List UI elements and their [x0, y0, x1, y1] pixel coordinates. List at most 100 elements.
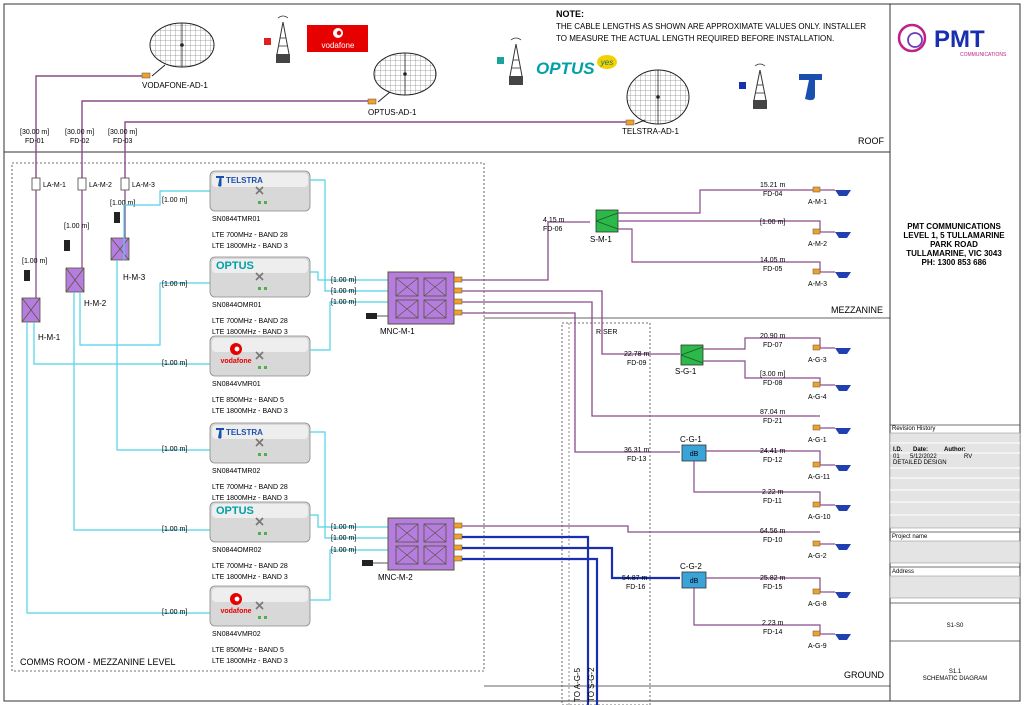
fd04-id: FD-04	[763, 191, 783, 198]
fd04-len: 15.21 m	[760, 182, 785, 189]
fd10-id: FD-10	[763, 537, 783, 544]
repeater-brand: OPTUS	[216, 260, 254, 272]
rev-col-id: I.D.	[893, 447, 903, 453]
indoor-antenna-icon: A-G-2	[808, 540, 851, 560]
revision-history-label: Revision History	[892, 426, 935, 432]
svg-text:TO MEASURE THE ACTUAL LENGTH R: TO MEASURE THE ACTUAL LENGTH REQUIRED BE…	[556, 34, 834, 43]
repeater-band-2: LTE 1800MHz - BAND 3	[212, 495, 288, 502]
fd09-len: 22.78 m	[624, 351, 649, 358]
indoor-antenna-label: A-G-2	[808, 553, 827, 560]
svg-text:vodafone: vodafone	[322, 41, 355, 50]
rev-date: 5/12/2022	[910, 454, 937, 460]
svg-text:PMT: PMT	[934, 26, 985, 53]
telstra-tower-icon	[753, 63, 767, 109]
telstra-logo-icon	[216, 428, 224, 439]
multi-network-combiner-icon	[387, 271, 455, 571]
vodafone-tower-icon	[276, 15, 290, 63]
fd12-len: 24.41 m	[760, 448, 785, 455]
repeater-band-2: LTE 1800MHz - BAND 3	[212, 329, 288, 336]
indoor-antenna-icon: A-G-10	[808, 501, 851, 521]
am2-len: [1.00 m]	[760, 219, 785, 226]
repeater-band-1: LTE 700MHz - BAND 28	[212, 318, 288, 325]
to-a-g-5-label: TO A-G-5	[573, 667, 582, 702]
la-m-2-label: LA-M-2	[89, 182, 112, 189]
fd10-len: 64.56 m	[760, 528, 785, 535]
repeater-brand: OPTUS	[216, 505, 254, 517]
address-label: Address	[892, 569, 914, 575]
h-m-2-label: H-M-2	[84, 299, 107, 308]
optus-tower-icon	[509, 37, 523, 85]
feeder-fd-02-label: [30.00 m] FD-02	[65, 129, 94, 145]
indoor-feeders	[618, 189, 821, 634]
repeater-to-combiner-jumpers	[310, 179, 388, 601]
svg-text:TULLAMARINE, VIC 3043: TULLAMARINE, VIC 3043	[906, 249, 1002, 258]
repeater-brand: TELSTRA	[226, 428, 263, 437]
fd05-id: FD-05	[763, 266, 783, 273]
fd11-id: FD-11	[763, 498, 782, 505]
svg-text:[30.00 m]: [30.00 m]	[108, 129, 137, 136]
repeater-band-2: LTE 1800MHz - BAND 3	[212, 243, 288, 250]
installation-note: NOTE: THE CABLE LENGTHS AS SHOWN ARE APP…	[556, 9, 866, 43]
indoor-antenna-icon: A-G-4	[808, 381, 851, 401]
mnc-m-2-label: MNC-M-2	[378, 573, 413, 582]
fd08-id: FD-08	[763, 380, 783, 387]
combiner-1-feeders	[462, 221, 820, 453]
svg-text:[30.00 m]: [30.00 m]	[65, 129, 94, 136]
fd21-len: 87.04 m	[760, 409, 785, 416]
indoor-antenna-label: A-G-4	[808, 394, 827, 401]
to-s-g-2-label: TO S-G-2	[587, 667, 596, 702]
jumper-m1b-label: [1.00 m]	[331, 288, 356, 295]
repeater-model: SN0844TMR02	[212, 468, 260, 475]
jumper-h2-label: [1.00 m]	[64, 223, 89, 230]
coupler-icon: dB dB	[681, 444, 707, 589]
indoor-antenna-icon: A-G-8	[808, 588, 851, 608]
svg-text:PH: 1300 853 686: PH: 1300 853 686	[922, 258, 987, 267]
vodafone-antenna-label: VODAFONE-AD-1	[142, 81, 208, 90]
load-terminator-icon	[24, 212, 377, 566]
fd09-id: FD-09	[627, 360, 647, 367]
vodafone-logo: vodafone	[307, 25, 368, 52]
fd07-len: 20.90 m	[760, 333, 785, 340]
indoor-antenna-label: A-G-11	[808, 474, 830, 481]
jumper-r2-label: [1.00 m]	[162, 281, 187, 288]
repeater-model: SN0844OMR02	[212, 547, 262, 554]
indoor-antenna-label: A-M-2	[808, 241, 827, 248]
jumper-h3-label: [1.00 m]	[110, 200, 135, 207]
svg-text:COMMUNICATIONS: COMMUNICATIONS	[960, 52, 1007, 58]
repeater-model: SN0844TMR01	[212, 216, 260, 223]
telstra-marker	[739, 82, 746, 89]
c-g-1-label: C-G-1	[680, 435, 702, 444]
optus-donor-antenna	[367, 52, 437, 105]
indoor-antenna-label: A-M-3	[808, 281, 827, 288]
fd16-len: 54.87 m	[622, 575, 647, 582]
indoor-antenna-icon: A-G-11	[808, 461, 851, 481]
jumper-r4-label: [1.00 m]	[162, 446, 187, 453]
feeder-fd-01-label: [30.00 m] FD-01	[20, 129, 49, 145]
optus-marker	[497, 57, 504, 64]
indoor-antenna-label: A-G-8	[808, 601, 827, 608]
roof-label: ROOF	[858, 136, 885, 146]
indoor-antenna-label: A-M-1	[808, 199, 827, 206]
fd15-id: FD-15	[763, 584, 783, 591]
svg-text:yes: yes	[600, 58, 613, 67]
repeater-model: SN0844VMR02	[212, 631, 261, 638]
combiner-2-bus-cables	[462, 535, 680, 705]
combiner-2-feeders	[462, 525, 820, 533]
repeater-band-1: LTE 700MHz - BAND 28	[212, 484, 288, 491]
rev-author: RV	[964, 454, 972, 460]
repeater-band-1: LTE 700MHz - BAND 28	[212, 563, 288, 570]
svg-text:NOTE:: NOTE:	[556, 9, 584, 19]
fd06-id: FD-06	[543, 226, 563, 233]
repeater-band-1: LTE 700MHz - BAND 28	[212, 232, 288, 239]
svg-text:THE CABLE LENGTHS AS SHOWN ARE: THE CABLE LENGTHS AS SHOWN ARE APPROXIMA…	[556, 22, 866, 31]
jumper-r5-label: [1.00 m]	[162, 526, 187, 533]
rev-id: 01	[893, 454, 900, 460]
sheet-reference: S1.1	[949, 669, 962, 675]
drawing-frame	[3, 3, 1021, 702]
sheet-number: S1-S0	[947, 623, 964, 629]
ground-label: GROUND	[844, 670, 884, 680]
telstra-logo-icon	[799, 74, 822, 101]
company-address: PMT COMMUNICATIONS LEVEL 1, 5 TULLAMARIN…	[903, 222, 1005, 267]
optus-logo: OPTUS yes	[536, 55, 617, 78]
